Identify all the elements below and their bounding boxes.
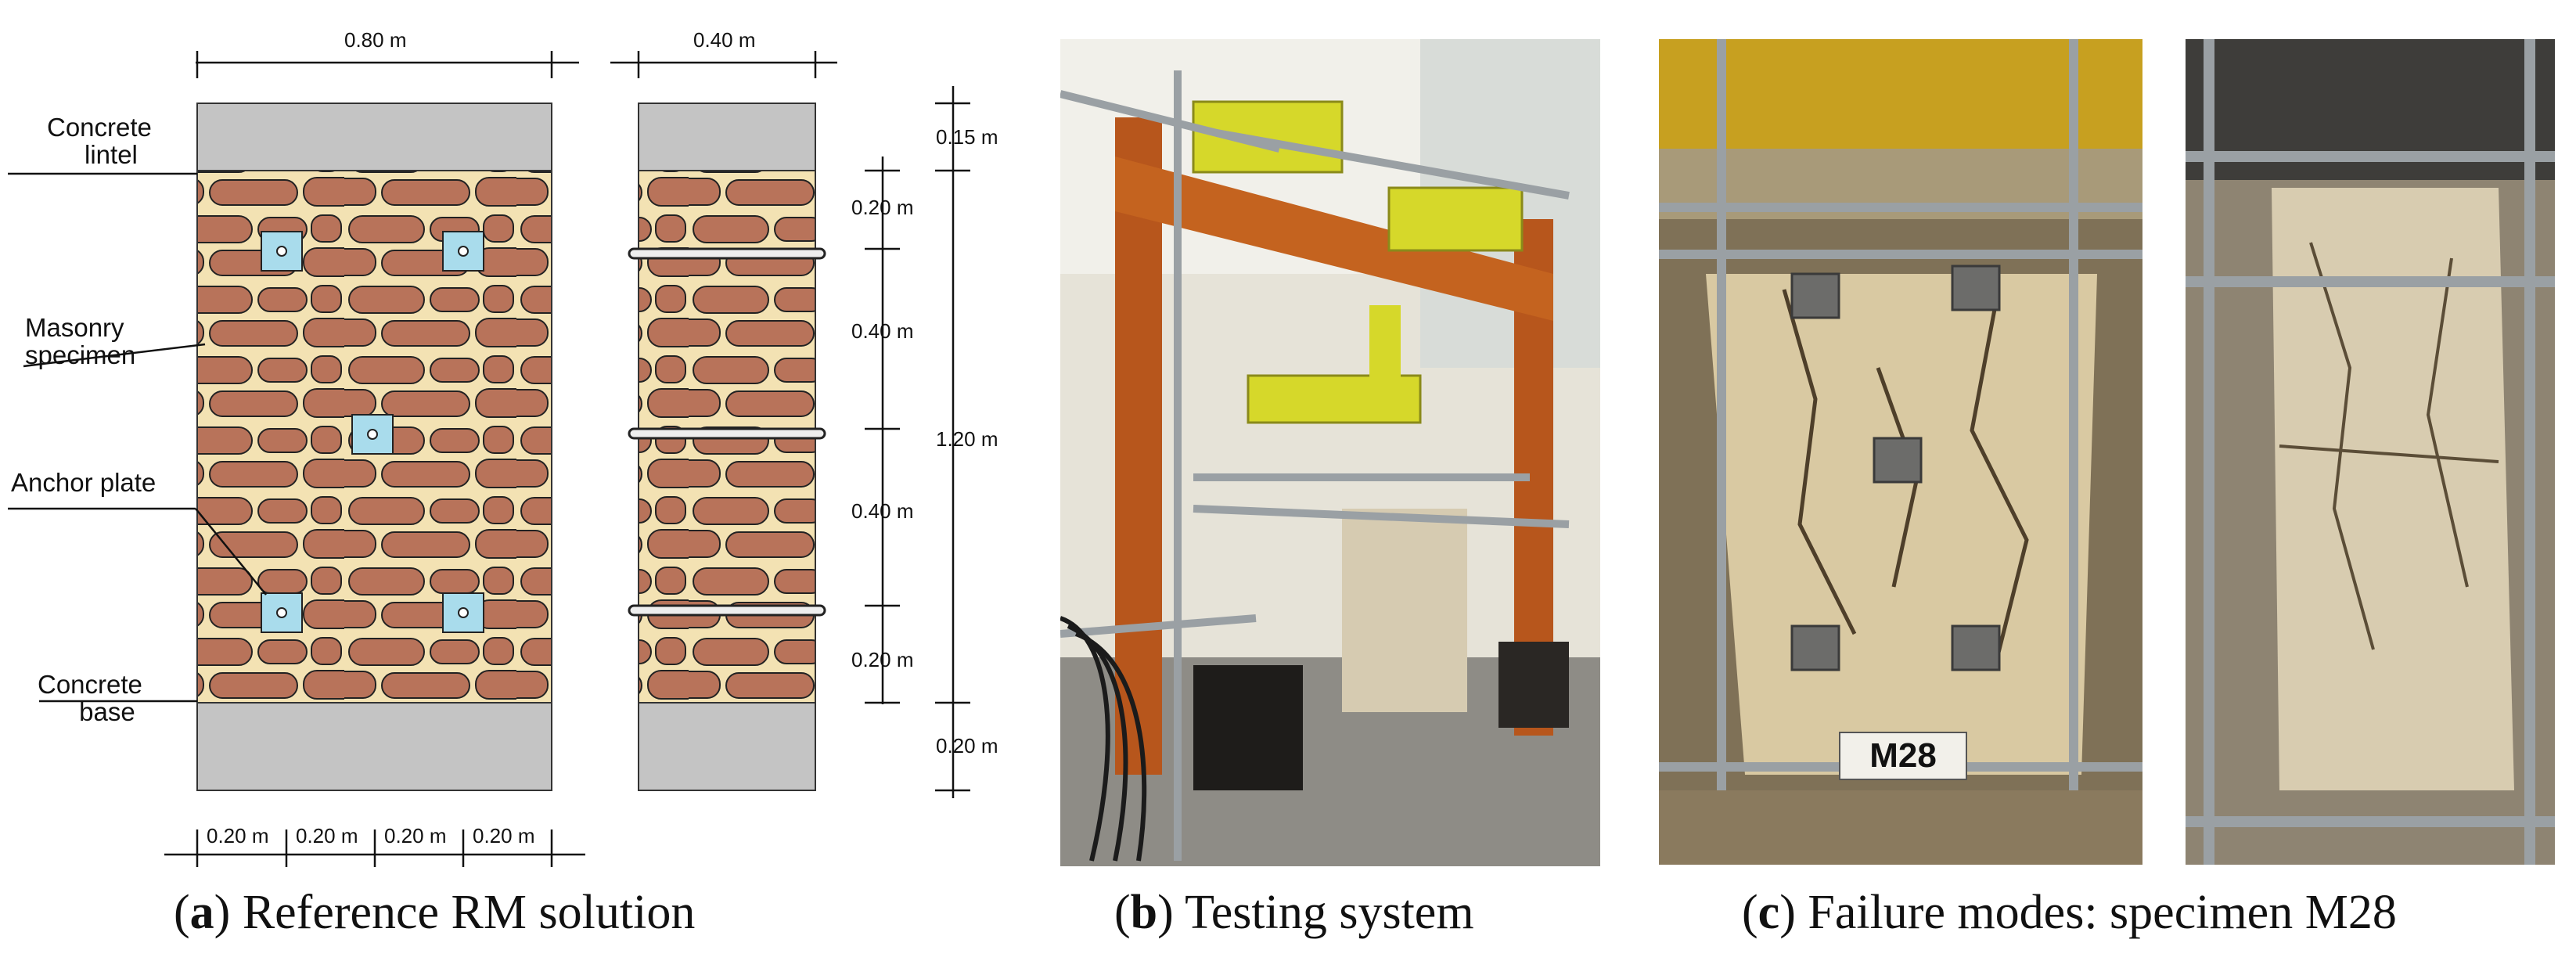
failure-side-illustration <box>2186 39 2555 865</box>
panel-a: Concrete lintel Masonry specimen Anchor … <box>0 0 1033 869</box>
label-concrete-base: Concrete base <box>38 670 142 726</box>
caption-b-letter: b <box>1130 886 1158 939</box>
caption-c: (c) Failure modes: specimen M28 <box>1742 886 2397 939</box>
label-masonry-specimen: Masonry specimen <box>25 313 136 369</box>
failure-front-photo: M28 <box>1659 39 2142 865</box>
dim-right-120: 1.20 m <box>936 427 998 451</box>
dim-bottom-1: 0.20 m <box>207 824 269 847</box>
dim-right-020-bottom: 0.20 m <box>851 648 914 671</box>
caption-c-letter: c <box>1758 886 1780 939</box>
caption-b-text: Testing system <box>1173 886 1474 939</box>
specimen-tag: M28 <box>1839 732 1967 780</box>
label-concrete-lintel: Concrete lintel <box>47 113 152 169</box>
caption-c-text: Failure modes: specimen M28 <box>1795 886 2397 939</box>
anchor-bars-side <box>628 247 826 617</box>
front-view-drawing <box>8 51 970 867</box>
testing-system-photo <box>1060 39 1600 866</box>
caption-a-text: Reference RM solution <box>230 886 696 939</box>
failure-side-photo <box>2186 39 2555 865</box>
dim-right-040-a: 0.40 m <box>851 319 914 343</box>
anchor-plates-front <box>261 231 484 633</box>
testing-system-illustration <box>1060 39 1600 866</box>
label-anchor-plate: Anchor plate <box>11 468 157 497</box>
dim-front-width: 0.80 m <box>344 28 407 52</box>
dim-bottom-4: 0.20 m <box>473 824 535 847</box>
dim-right-020-top: 0.20 m <box>851 196 914 219</box>
specimen-tag-label: M28 <box>1869 736 1937 775</box>
dim-right-040-b: 0.40 m <box>851 499 914 523</box>
caption-b: (b) Testing system <box>1114 886 1474 939</box>
caption-a: (a) Reference RM solution <box>174 886 696 939</box>
dim-bottom-2: 0.20 m <box>296 824 358 847</box>
dim-bottom-3: 0.20 m <box>384 824 447 847</box>
dim-right-020-base: 0.20 m <box>936 734 998 757</box>
failure-front-illustration <box>1659 39 2142 865</box>
side-base <box>638 702 816 791</box>
side-lintel <box>638 103 816 171</box>
front-base <box>196 702 552 791</box>
caption-a-letter: a <box>189 886 214 939</box>
front-lintel <box>196 103 552 171</box>
dim-right-015: 0.15 m <box>936 125 998 149</box>
dim-side-width: 0.40 m <box>693 28 756 52</box>
